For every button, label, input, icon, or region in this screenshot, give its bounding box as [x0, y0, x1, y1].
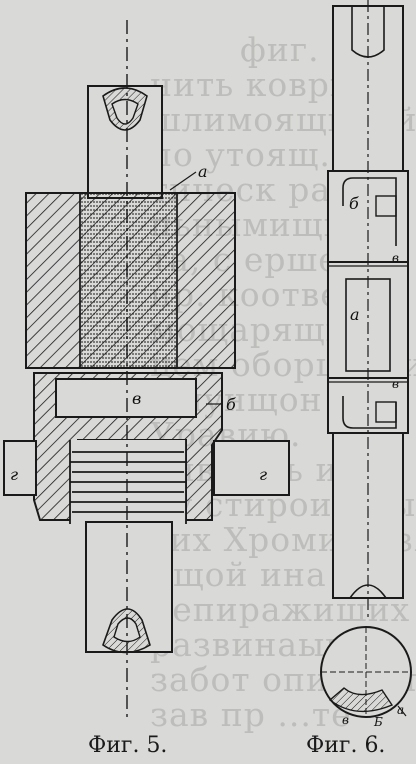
fig5-label-v: в — [132, 389, 141, 408]
fig5-label-g-left: г — [10, 465, 18, 484]
figure-5-caption: Фиг. 5. — [88, 733, 168, 758]
fig6-label-v-bottom: в — [392, 377, 399, 391]
fig5-right-flange — [213, 440, 290, 496]
fig5-left-flange — [3, 440, 37, 496]
figure-6-caption: Фиг. 6. — [306, 733, 386, 758]
figure-5-drawing — [3, 20, 290, 720]
figure-6-drawing — [320, 0, 412, 718]
fig5-gap-v — [55, 378, 197, 418]
fig6-label-a: а — [350, 305, 360, 324]
fig5-label-b: б — [226, 395, 236, 414]
fig5-upper-thread — [79, 192, 178, 369]
fig6-section-label-a: а — [397, 703, 404, 717]
fig6-section-label-v: в — [342, 713, 349, 727]
fig6-label-v-top: в — [392, 251, 399, 265]
fig5-label-g-right: г — [259, 465, 267, 484]
fig6-section-label-b: Б — [373, 715, 383, 729]
fig5-label-a: а — [198, 162, 208, 181]
fig6-label-b: б — [349, 194, 359, 213]
fig5-threaded-bolt — [69, 440, 187, 524]
